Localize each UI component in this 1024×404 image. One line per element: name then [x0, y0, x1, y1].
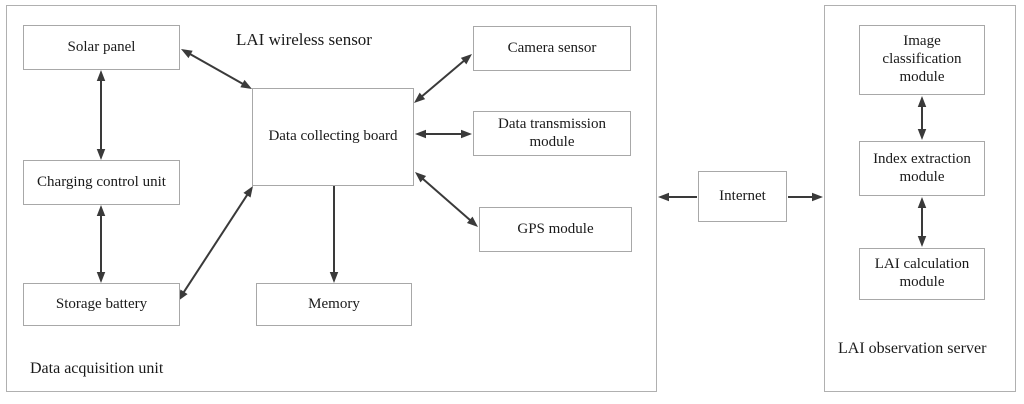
camera-sensor[interactable]: Camera sensor: [473, 26, 631, 71]
charging-control-unit-label: Charging control unit: [37, 173, 166, 190]
index-extraction-module-label: Index extraction module: [873, 150, 971, 185]
memory-label: Memory: [308, 295, 360, 312]
memory[interactable]: Memory: [256, 283, 412, 326]
lai-observation-server-label: LAI observation server: [838, 340, 987, 357]
data-collecting-board[interactable]: Data collecting board: [252, 88, 414, 186]
lai-calculation-module[interactable]: LAI calculation module: [859, 248, 985, 300]
storage-battery-label: Storage battery: [55, 295, 148, 312]
diagram-title: LAI wireless sensor: [236, 30, 372, 49]
image-classification-module[interactable]: Image classification module: [859, 25, 985, 95]
connector-data-acquisition-unit-to-internet: [658, 192, 697, 202]
internet[interactable]: Internet: [698, 171, 787, 222]
data-transmission-module[interactable]: Data transmission module: [473, 111, 631, 156]
data-transmission-module-label: Data transmission module: [498, 115, 606, 150]
gps-module-label: GPS module: [517, 220, 594, 237]
data-acquisition-unit: [6, 5, 657, 392]
image-classification-module-label: Image classification module: [882, 33, 962, 85]
gps-module[interactable]: GPS module: [479, 207, 632, 252]
index-extraction-module[interactable]: Index extraction module: [859, 141, 985, 196]
lai-observation-server: [824, 5, 1016, 392]
camera-sensor-label: Camera sensor: [507, 39, 597, 56]
charging-control-unit[interactable]: Charging control unit: [23, 160, 180, 205]
connector-internet-to-lai-observation-server: [788, 192, 823, 202]
data-acquisition-unit-label: Data acquisition unit: [30, 360, 164, 377]
lai-calculation-module-label: LAI calculation module: [874, 256, 970, 290]
solar-panel-label: Solar panel: [67, 38, 136, 55]
internet-label: Internet: [719, 187, 766, 204]
storage-battery[interactable]: Storage battery: [23, 283, 180, 326]
data-collecting-board-label: Data collecting board: [268, 128, 398, 145]
solar-panel[interactable]: Solar panel: [23, 25, 180, 70]
